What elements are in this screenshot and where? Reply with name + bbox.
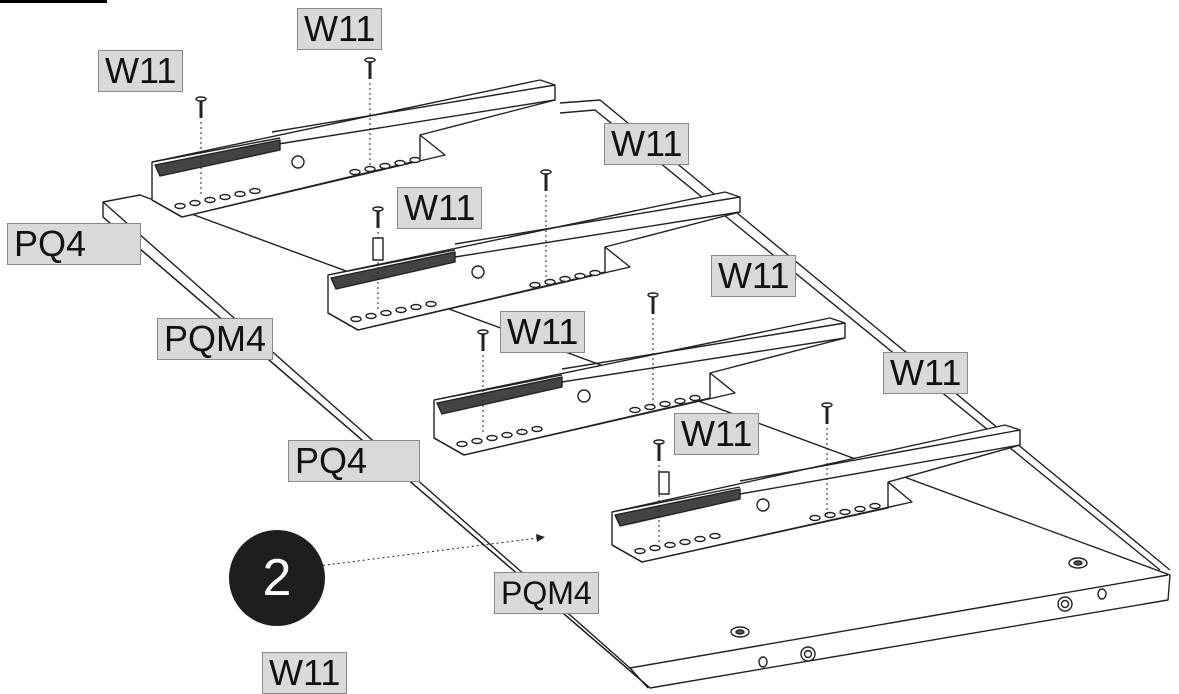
label-w11: W11	[397, 187, 483, 229]
label-w11: W11	[674, 413, 760, 455]
runner-2	[327, 191, 741, 331]
screw-icon	[477, 329, 489, 435]
screw-icon	[364, 57, 376, 165]
screw-icon	[195, 96, 207, 195]
fittings	[372, 237, 1107, 668]
screw-icon	[647, 292, 659, 405]
label-w11: W11	[604, 123, 690, 165]
label-pqm4: PQM4	[494, 572, 599, 614]
label-pq4: PQ4	[7, 223, 141, 265]
label-w11: W11	[262, 652, 348, 694]
screw-icon	[653, 439, 665, 545]
label-w11: W11	[297, 8, 383, 50]
header-rule	[0, 0, 107, 3]
step-pointer	[317, 534, 545, 567]
label-pqm4: PQM4	[157, 318, 274, 360]
label-w11: W11	[883, 352, 969, 394]
runner-3	[433, 317, 846, 456]
label-pq4: PQ4	[288, 440, 420, 482]
label-w11: W11	[500, 311, 586, 353]
runner-1	[151, 79, 556, 218]
step-number-badge: 2	[229, 530, 325, 626]
screw-icon	[821, 402, 833, 515]
screw-icon	[540, 169, 552, 280]
label-w11: W11	[98, 50, 184, 92]
screw-icon	[372, 206, 384, 310]
label-w11: W11	[711, 255, 797, 297]
runner-4	[611, 424, 1021, 563]
screws	[195, 57, 833, 545]
